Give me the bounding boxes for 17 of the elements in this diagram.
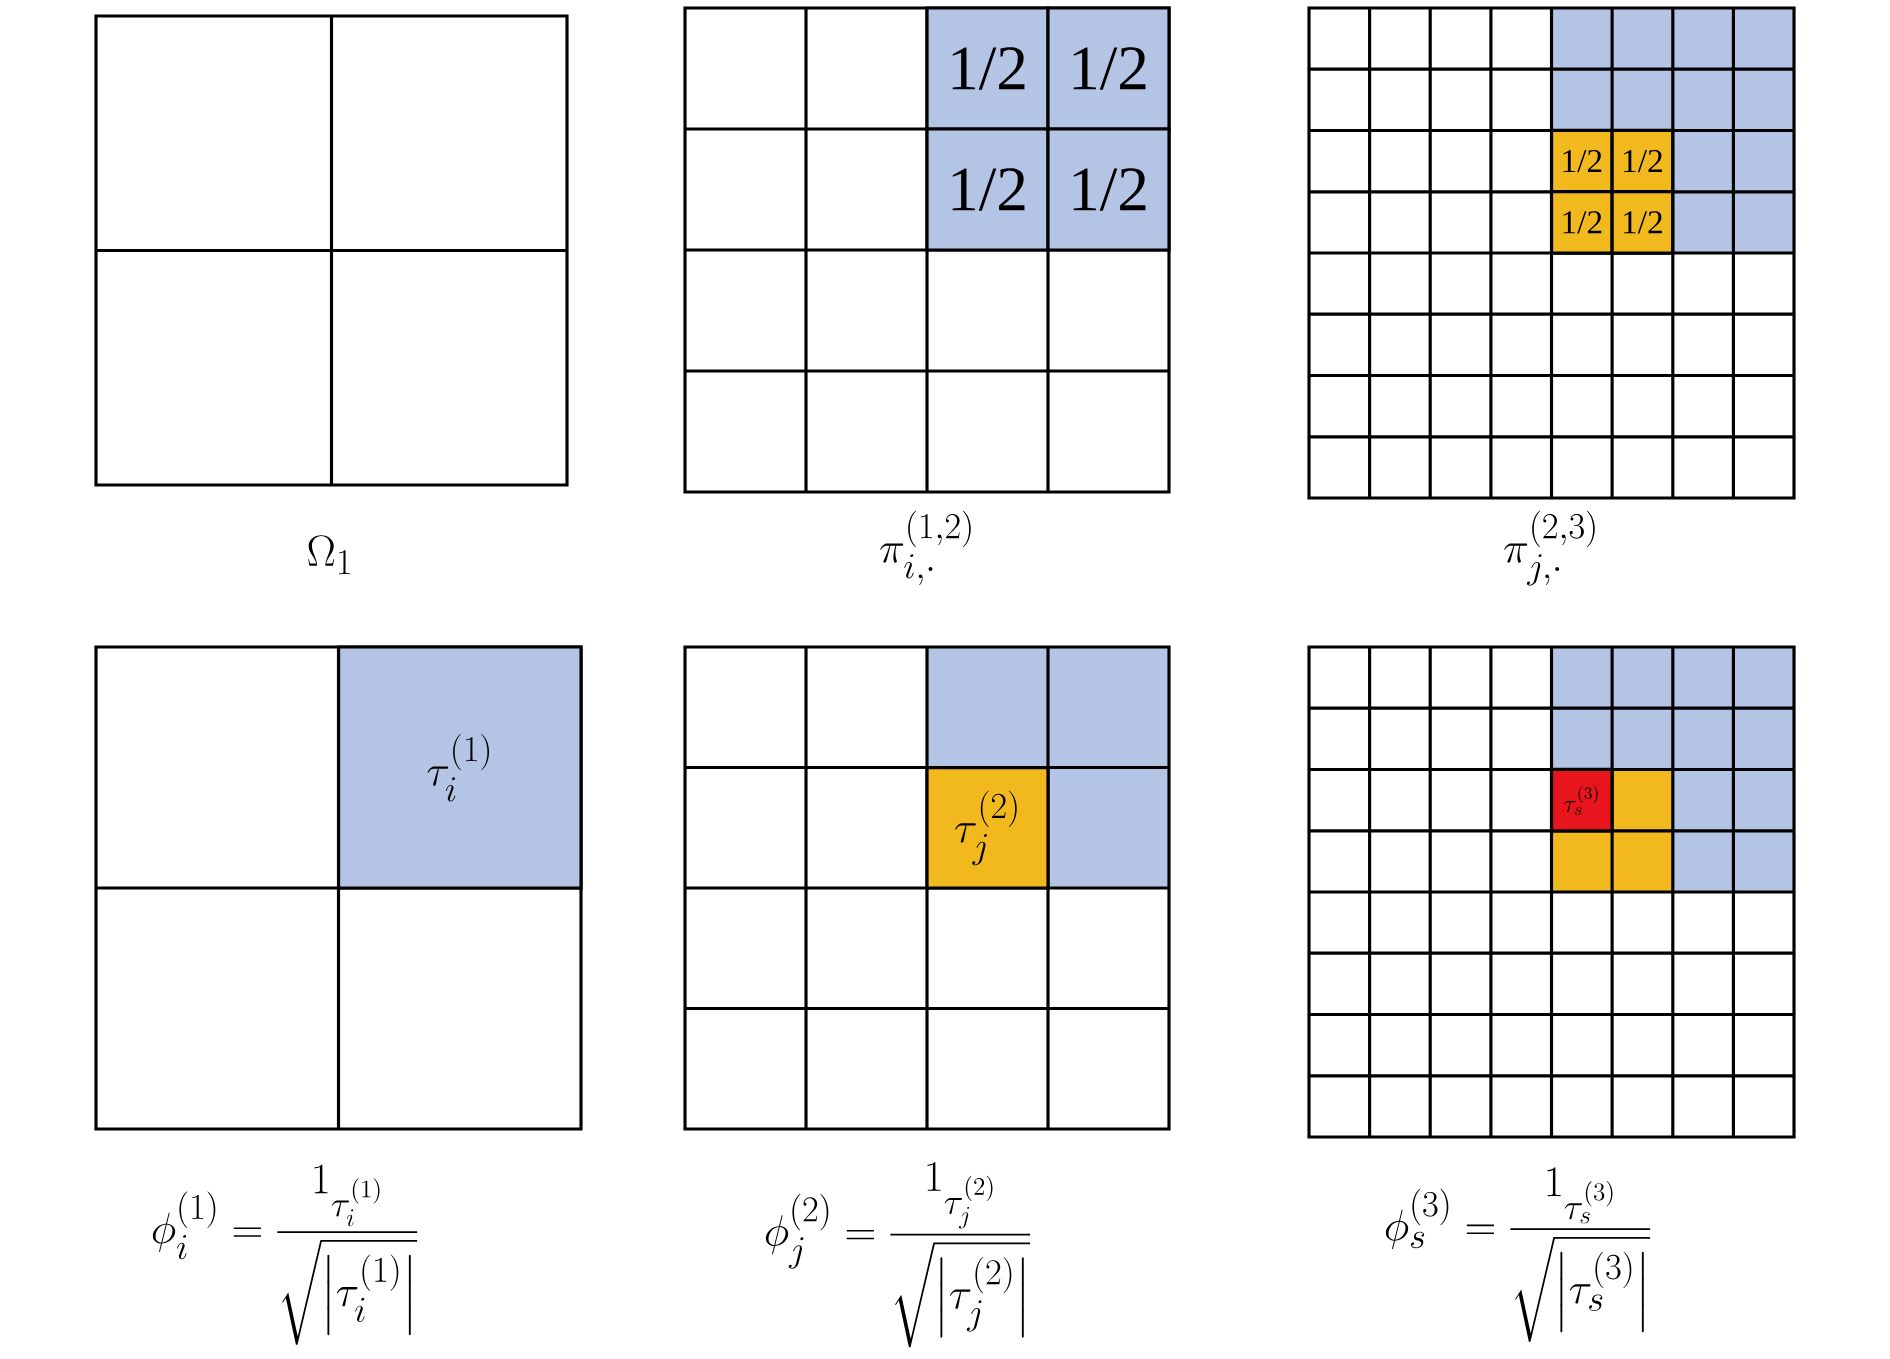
shaded-cell: 1/2	[925, 127, 1050, 252]
formula: $\phi_j^{(2)}=\frac{1_{\tau_j^{(2)}}}{\sqrt{\left|\tau_j^{(2)}\right|}}$	[765, 1161, 1031, 1348]
shaded-cell: 1/2	[925, 6, 1050, 131]
panel-label: $\Omega_1$	[308, 535, 350, 575]
shaded-cell: 1/2	[1550, 128, 1614, 194]
shaded-cell: $\tau_i^{(1)}$	[337, 645, 583, 890]
panel-label: $\pi_{i,\cdot}^{(1,2)}$	[880, 510, 971, 586]
formula: $\phi_i^{(1)}=\frac{1_{\tau_i^{(1)}}}{\sqrt{\left|\tau_i^{(1)}\right|}}$	[152, 1164, 418, 1345]
shaded-cell: $\tau_j^{(2)}$	[925, 765, 1050, 890]
shaded-cell: 1/2	[1550, 190, 1614, 255]
shaded-cell: 1/2	[1610, 190, 1675, 255]
shaded-cell: 1/2	[1610, 128, 1675, 194]
shaded-cell: $\tau_s^{(3)}$	[1550, 767, 1614, 833]
shaded-cell: 1/2	[1046, 6, 1171, 131]
formula: $\phi_s^{(3)}=\frac{1_{\tau_s^{(3)}}}{\sqrt{\left|\tau_s^{(3)}\right|}}$	[1385, 1167, 1651, 1342]
panel-label: $\pi_{j,\cdot}^{(2,3)}$	[1504, 510, 1595, 586]
shaded-cell: 1/2	[1046, 127, 1171, 252]
